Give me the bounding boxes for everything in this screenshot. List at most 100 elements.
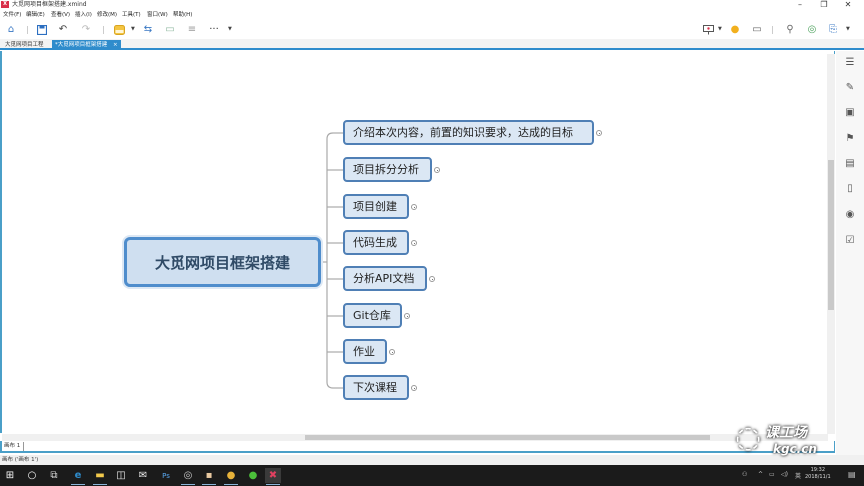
system-clock[interactable]: 19:32 2018/11/1 <box>805 467 831 481</box>
clock-time: 19:32 <box>810 467 826 473</box>
vertical-scroll-thumb[interactable] <box>828 160 834 310</box>
maximize-button[interactable]: ❐ <box>820 0 828 9</box>
mail-icon[interactable]: ✉ <box>138 470 148 481</box>
horizontal-scrollbar[interactable] <box>2 434 828 441</box>
search-icon[interactable]: ⚲ <box>786 24 794 35</box>
menu-window[interactable]: 窗口(W) <box>147 12 168 18</box>
save-icon[interactable] <box>35 23 49 36</box>
watermark-subtext: kgc.cn <box>773 442 817 456</box>
subtopic-project-create[interactable]: 项目创建 <box>343 194 409 219</box>
subtopic-code-gen[interactable]: 代码生成 <box>343 230 409 255</box>
more-icon[interactable]: ··· <box>209 24 219 35</box>
expand-icon[interactable] <box>389 349 395 355</box>
comment-icon[interactable]: ◉ <box>845 209 855 220</box>
presentation-dropdown-icon[interactable]: ▼ <box>718 26 722 32</box>
office-icon[interactable]: ▪ <box>201 468 217 485</box>
editor-tabs: 大觅网项目工程 *大觅网项目框架搭建 × <box>0 39 864 50</box>
search-icon[interactable]: ○ <box>27 470 37 481</box>
photoshop-icon[interactable]: Ps <box>162 471 170 480</box>
more-dropdown-icon[interactable]: ▼ <box>228 26 232 32</box>
minimize-button[interactable]: – <box>798 0 802 9</box>
presentation-icon[interactable] <box>701 23 715 36</box>
boundary-icon[interactable]: ▭ <box>165 24 175 35</box>
network-icon[interactable]: ⚇ <box>742 471 748 478</box>
topic-icon[interactable] <box>112 23 126 36</box>
menu-tools[interactable]: 工具(T) <box>122 12 141 18</box>
toolbar: ⌂ ↶ ↷ ▼ ⇆ ▭ ≡ ··· ▼ ▼ ● ▭ ⚲ ◎ ⎘ ▼ <box>0 20 864 39</box>
outline-view-icon[interactable]: ▭ <box>752 24 762 35</box>
notes-icon[interactable]: ▤ <box>845 158 855 169</box>
status-bar: 画布 ('画布 1') <box>0 455 864 465</box>
tray-expand-icon[interactable]: ^ <box>758 471 764 478</box>
store-icon[interactable]: ◫ <box>116 470 126 481</box>
home-icon[interactable]: ⌂ <box>7 24 15 35</box>
undo-icon[interactable]: ↶ <box>58 24 68 35</box>
file-explorer-icon[interactable]: ▬ <box>92 468 108 485</box>
close-button[interactable]: ✕ <box>844 0 852 9</box>
watermark-text: 课工场 <box>765 425 807 441</box>
central-topic[interactable]: 大觅网项目框架搭建 <box>124 237 321 287</box>
subtopic-next-lesson[interactable]: 下次课程 <box>343 375 409 400</box>
xmind-app-icon: X <box>1 1 9 8</box>
input-method-icon[interactable]: 英 <box>795 473 802 480</box>
notification-icon[interactable]: ▤ <box>848 470 856 479</box>
edge-icon[interactable]: e <box>70 468 86 485</box>
expand-icon[interactable] <box>404 313 410 319</box>
volume-icon[interactable]: ◁) <box>781 471 788 478</box>
battery-icon[interactable]: ▭ <box>769 471 775 478</box>
start-icon[interactable]: ⊞ <box>5 470 15 481</box>
toolbar-separator <box>27 26 28 34</box>
marker-flag-icon[interactable]: ⚑ <box>845 133 855 144</box>
task-view-icon[interactable]: ⧉ <box>50 470 58 481</box>
summary-icon[interactable]: ≡ <box>187 24 197 35</box>
vertical-scrollbar[interactable] <box>827 54 835 434</box>
window-title: 大觅网项目框架搭建.xmind <box>12 1 87 8</box>
subtopic-intro[interactable]: 介绍本次内容，前置的知识要求，达成的目标 <box>343 120 594 145</box>
image-icon[interactable]: ▣ <box>845 107 855 118</box>
subtopic-git-repo[interactable]: Git仓库 <box>343 303 402 328</box>
format-icon[interactable]: ☰ <box>845 57 855 68</box>
expand-icon[interactable] <box>596 130 602 136</box>
menu-bar: 文件(F) 编辑(E) 查看(V) 插入(I) 修改(M) 工具(T) 窗口(W… <box>0 10 864 20</box>
menu-insert[interactable]: 插入(I) <box>75 12 92 18</box>
toolbar-separator <box>103 26 104 34</box>
share-icon[interactable]: ◎ <box>807 24 817 35</box>
relationship-icon[interactable]: ⇆ <box>143 24 153 35</box>
tab-framework-active[interactable]: *大觅网项目框架搭建 × <box>52 40 121 50</box>
export-icon[interactable]: ⎘ <box>829 24 837 35</box>
lightbulb-icon[interactable]: ● <box>730 24 740 35</box>
status-text: 画布 ('画布 1') <box>2 457 39 463</box>
right-side-panel: ☰ ✎ ▣ ⚑ ▤ ▯ ◉ ☑ <box>836 51 864 455</box>
tab-close-icon[interactable]: × <box>113 42 118 48</box>
menu-edit[interactable]: 编辑(E) <box>26 12 45 18</box>
subtopic-split-analysis[interactable]: 项目拆分分析 <box>343 157 432 182</box>
tab-project[interactable]: 大觅网项目工程 <box>2 40 47 50</box>
expand-icon[interactable] <box>411 240 417 246</box>
style-brush-icon[interactable]: ✎ <box>845 82 855 93</box>
clock-date: 2018/11/1 <box>805 474 831 480</box>
menu-file[interactable]: 文件(F) <box>3 12 22 18</box>
toolbar-separator <box>772 26 773 34</box>
subtopic-api-doc[interactable]: 分析API文档 <box>343 266 427 291</box>
obs-icon[interactable]: ◎ <box>180 468 196 485</box>
menu-view[interactable]: 查看(V) <box>51 12 71 18</box>
topic-dropdown-icon[interactable]: ▼ <box>131 26 135 32</box>
xmind-icon[interactable]: ✖ <box>265 468 281 485</box>
sheet-tab[interactable]: 画布 1 <box>4 442 25 451</box>
expand-icon[interactable] <box>411 204 417 210</box>
wechat-icon[interactable]: ● <box>248 470 258 481</box>
subtopic-homework[interactable]: 作业 <box>343 339 387 364</box>
menu-modify[interactable]: 修改(M) <box>97 12 118 18</box>
document-icon[interactable]: ▯ <box>847 183 853 194</box>
horizontal-scroll-thumb[interactable] <box>305 435 710 440</box>
export-dropdown-icon[interactable]: ▼ <box>846 26 850 32</box>
task-icon[interactable]: ☑ <box>845 235 855 246</box>
expand-icon[interactable] <box>429 276 435 282</box>
expand-icon[interactable] <box>411 385 417 391</box>
chrome-icon[interactable]: ● <box>223 468 239 485</box>
redo-icon[interactable]: ↷ <box>81 24 91 35</box>
tab-label: 大觅网项目工程 <box>5 42 44 48</box>
menu-help[interactable]: 帮助(H) <box>173 12 193 18</box>
expand-icon[interactable] <box>434 167 440 173</box>
